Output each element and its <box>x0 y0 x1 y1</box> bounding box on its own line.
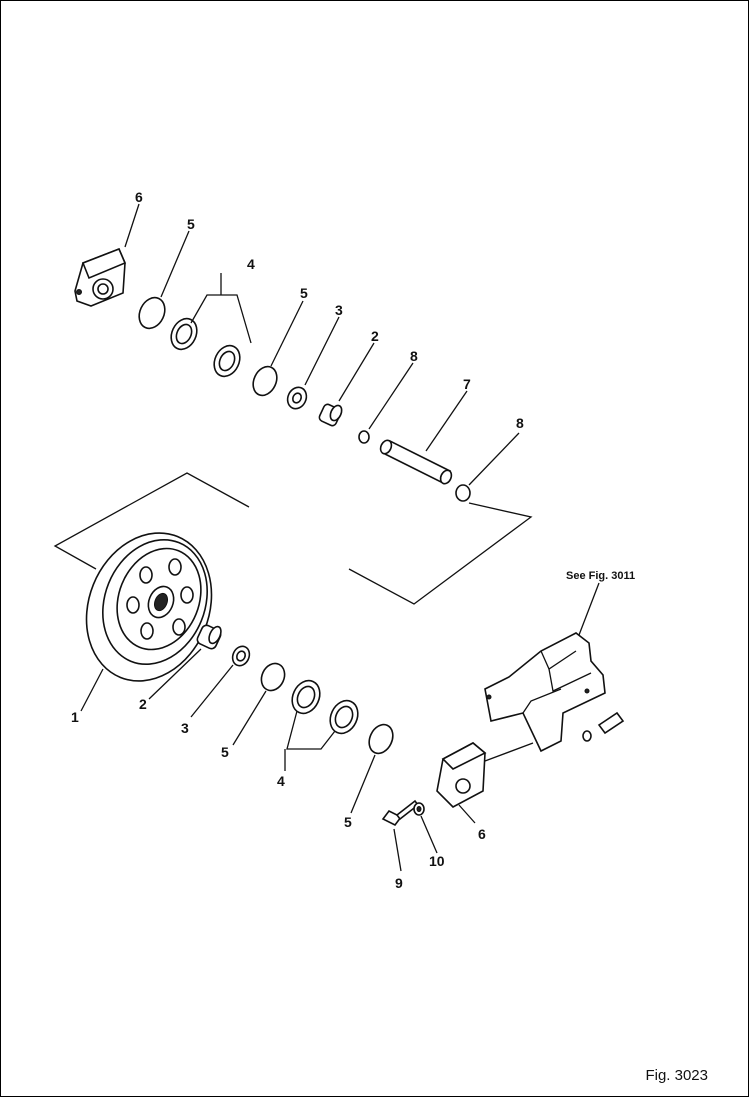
callout-5-d: 5 <box>344 814 352 830</box>
idler-wheel-part-1 <box>85 532 213 682</box>
callout-8-a: 8 <box>410 348 418 364</box>
callout-4-lower: 4 <box>277 773 285 789</box>
callout-5-b: 5 <box>300 285 308 301</box>
o-ring-part-8-a <box>358 430 370 444</box>
washer-part-10 <box>413 802 425 816</box>
shaft-part-7 <box>379 439 453 485</box>
figure-number: Fig. 3023 <box>645 1067 708 1084</box>
bushing-part-2-lower <box>196 624 222 650</box>
assembly-bracket-right <box>348 502 533 605</box>
callout-2-top: 2 <box>371 328 379 344</box>
bushing-part-3-upper <box>286 386 308 410</box>
leader-lines <box>80 203 600 872</box>
o-ring-part-5-a <box>138 296 166 330</box>
callout-6-lower: 6 <box>478 826 486 842</box>
o-ring-part-5-b <box>252 365 278 397</box>
see-fig-reference: See Fig. 3011 <box>566 570 635 582</box>
callout-5-c: 5 <box>221 744 229 760</box>
callout-4-top: 4 <box>247 256 255 272</box>
track-frame-reference <box>484 632 606 753</box>
floating-seal-part-4-a <box>170 317 198 351</box>
floating-seal-part-4-b <box>213 344 241 378</box>
callout-1: 1 <box>71 709 79 725</box>
bushing-part-3-lower <box>231 645 251 667</box>
callout-3-lower: 3 <box>181 720 189 736</box>
bracket-part-6-upper <box>74 247 127 307</box>
o-ring-part-5-d <box>368 723 394 755</box>
callout-2-lower: 2 <box>139 696 147 712</box>
callout-10: 10 <box>429 853 445 869</box>
callout-3-top: 3 <box>335 302 343 318</box>
callout-numbers: 6 5 4 5 3 2 8 7 8 1 2 3 5 4 5 6 9 10 See… <box>71 189 635 891</box>
o-ring-part-5-c <box>260 662 286 692</box>
floating-seal-part-4-d <box>329 699 359 735</box>
frame-bolt <box>582 711 625 742</box>
bracket-part-6-lower <box>436 742 487 808</box>
assembly-bracket <box>53 472 250 570</box>
callout-9: 9 <box>395 875 403 891</box>
floating-seal-part-4-c <box>291 679 321 715</box>
o-ring-part-8-b <box>455 484 471 502</box>
bolt-part-9 <box>381 799 420 827</box>
callout-5-a: 5 <box>187 216 195 232</box>
bushing-part-2-upper <box>318 403 343 427</box>
callout-7: 7 <box>463 376 471 392</box>
callout-6-top: 6 <box>135 189 143 205</box>
callout-8-b: 8 <box>516 415 524 431</box>
